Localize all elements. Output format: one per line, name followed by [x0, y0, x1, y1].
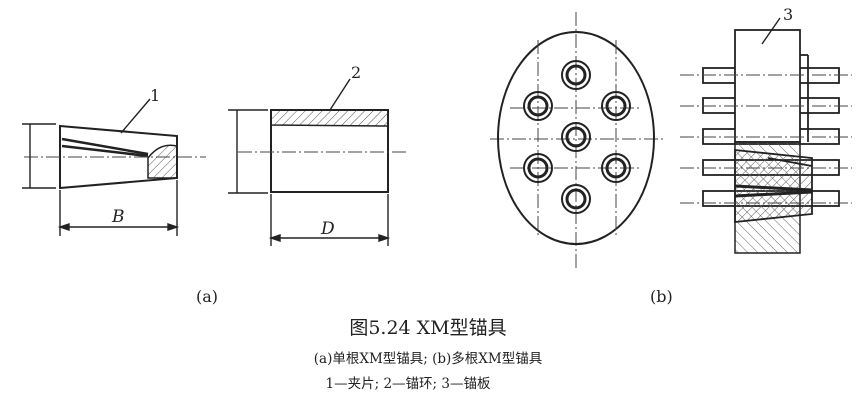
figure-legend: 1—夹片; 2—锚环; 3—锚板 [325, 376, 491, 392]
figure-title: 图5.24 XM型锚具 [349, 317, 507, 339]
part-1-label: 1 [150, 86, 160, 105]
dim-d [268, 194, 391, 246]
dim-height-a1 [22, 123, 56, 189]
anchor-plate-section-view [702, 29, 840, 254]
subfig-a-label: (a) [196, 287, 218, 306]
figure-subtitle: (a)单根XM型锚具; (b)多根XM型锚具 [313, 351, 543, 367]
anchor-ring-view [270, 109, 389, 193]
subfig-b-label: (b) [650, 287, 673, 306]
anchor-plate-front-view [490, 12, 666, 270]
dim-b-label: B [111, 207, 125, 227]
dim-height-a2 [228, 109, 268, 194]
dim-d-label: D [320, 219, 335, 239]
section-centerlines [680, 74, 852, 204]
leader-2 [329, 78, 351, 111]
dim-b [57, 180, 180, 236]
part-3-label: 3 [783, 5, 793, 24]
leader-1 [120, 98, 151, 134]
leader-3 [761, 17, 781, 45]
part-2-label: 2 [351, 63, 361, 82]
